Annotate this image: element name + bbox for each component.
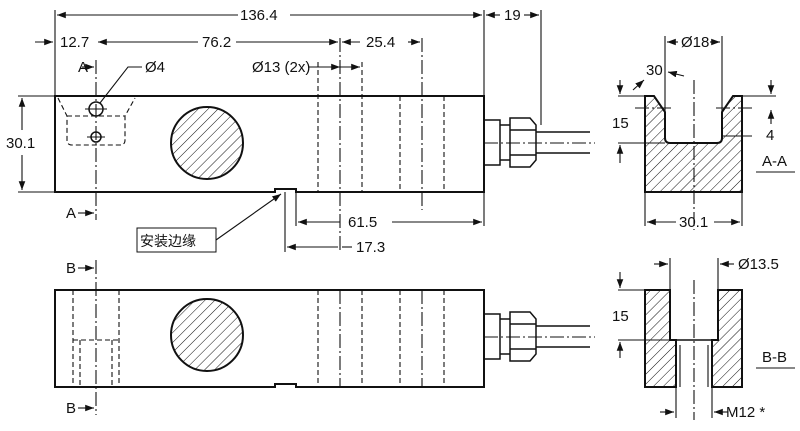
- mount-edge-label-box: [136, 227, 217, 253]
- bottom-view: B B: [54, 260, 595, 417]
- section-b-marker-bottom: B: [66, 400, 76, 417]
- strain-area-hatch: [170, 106, 244, 180]
- dim-overall-length: 136.4: [240, 7, 278, 24]
- dim-section-a-depth: 15: [612, 115, 629, 132]
- dim-small-hole: Ø4: [145, 59, 165, 76]
- section-a-a: Ø18 30 15 4 A-A 30.1: [612, 34, 795, 231]
- dim-cable-gland: 19: [504, 7, 521, 24]
- dim-edge-to-end: 61.5: [348, 214, 377, 231]
- dim-edge-offset: 17.3: [356, 239, 385, 256]
- dim-section-a-chamfer: 4: [766, 127, 774, 144]
- top-view: 136.4 19 12.7 76.2 25.4 Ø13 (2x) Ø4 A A …: [6, 7, 595, 256]
- section-a-marker-bottom: A: [66, 205, 76, 222]
- dim-mount-hole: Ø13 (2x): [252, 59, 310, 76]
- mount-edge-label: 安装边缘: [140, 234, 196, 250]
- dim-hole-offset: 12.7: [60, 34, 89, 51]
- dim-hole-spacing: 76.2: [202, 34, 231, 51]
- section-b-b: Ø13.5 15 B-B M12 *: [612, 256, 795, 421]
- section-b-marker-top: B: [66, 260, 76, 277]
- dim-section-b-thread: M12 *: [726, 404, 765, 421]
- dim-section-a-angle: 30: [646, 62, 663, 79]
- dim-height: 30.1: [6, 135, 35, 152]
- dim-section-a-width: 30.1: [679, 214, 708, 231]
- dim-section-a-bore: Ø18: [681, 34, 709, 51]
- section-a-title: A-A: [762, 153, 787, 170]
- dim-section-b-bore: Ø13.5: [738, 256, 779, 273]
- dim-section-b-depth: 15: [612, 308, 629, 325]
- section-b-title: B-B: [762, 349, 787, 366]
- dim-mount-spacing: 25.4: [366, 34, 395, 51]
